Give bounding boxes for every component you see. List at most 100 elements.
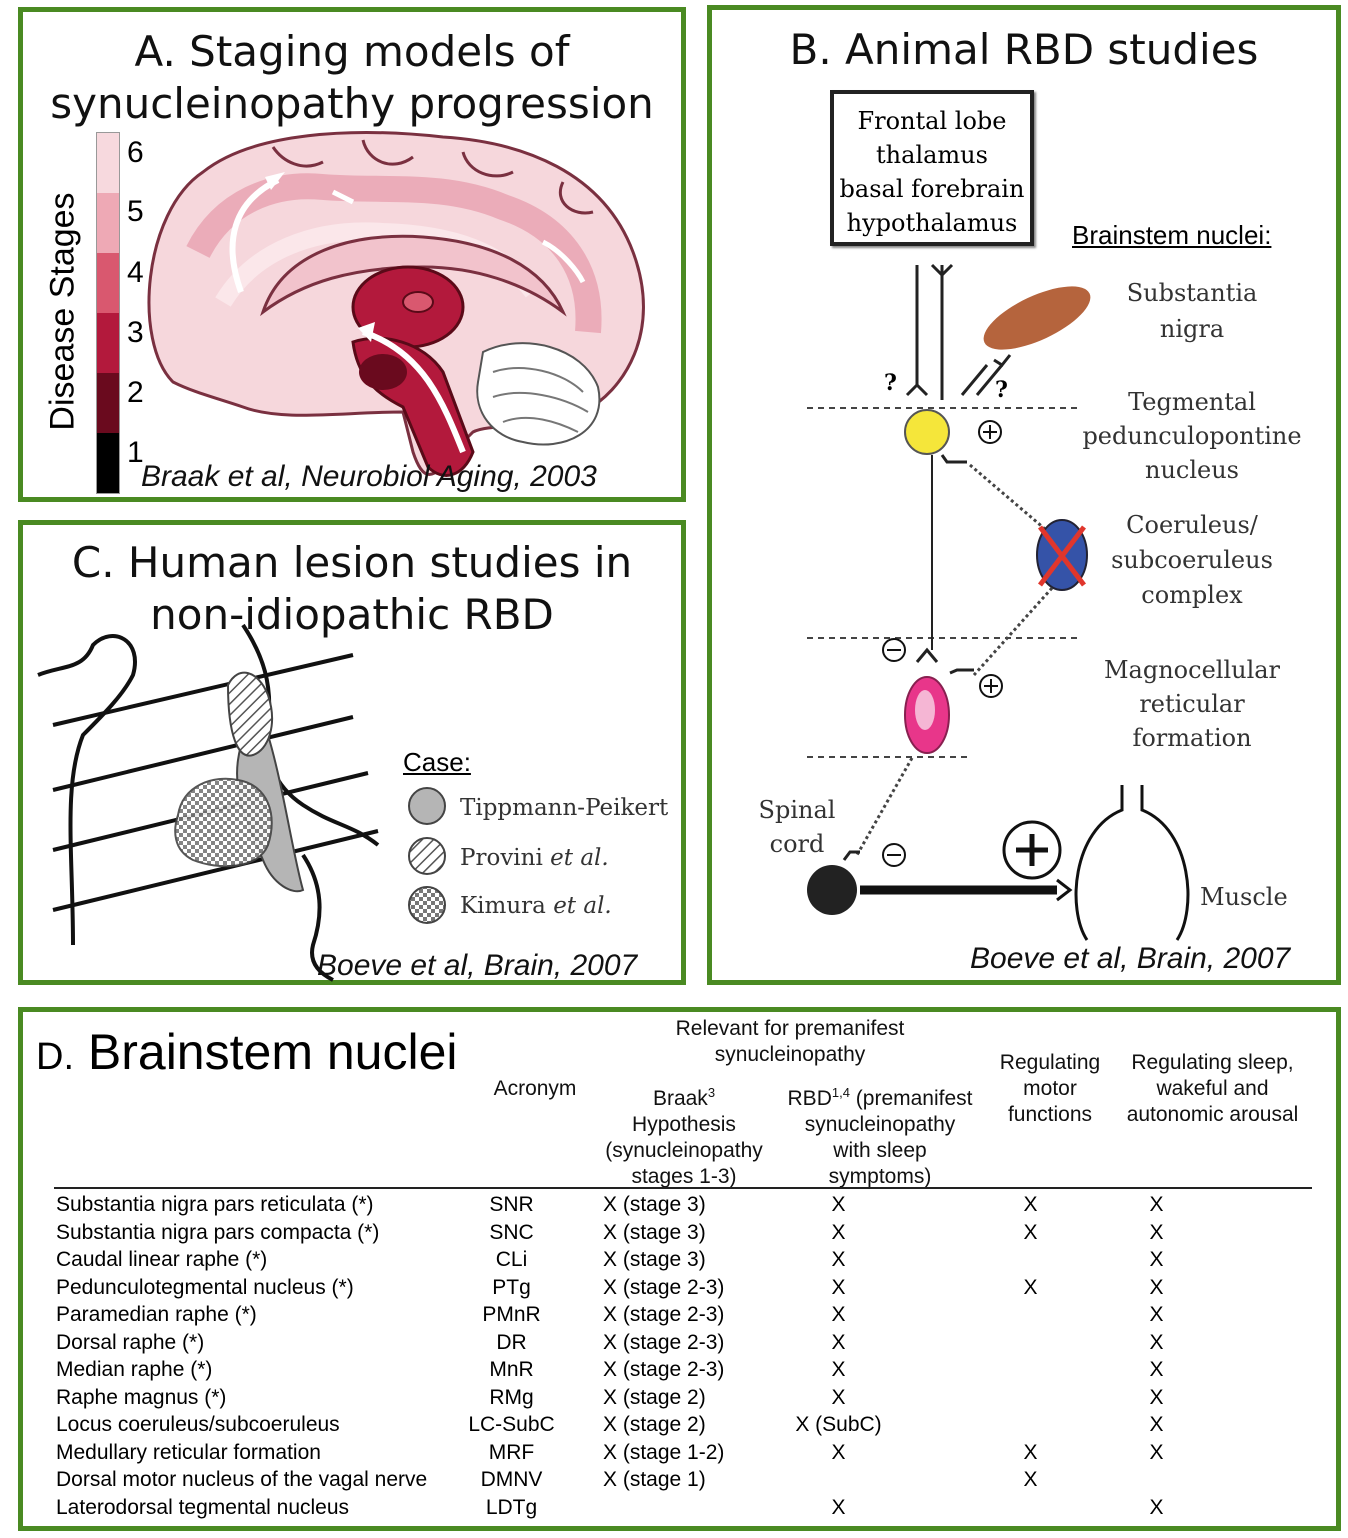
table-header-divider xyxy=(54,1187,1312,1189)
label-muscle: Muscle xyxy=(1200,883,1288,911)
cell-nucleus-name: Raphe magnus (*) xyxy=(56,1385,227,1409)
stage-band-4 xyxy=(97,253,119,313)
box-line-2: thalamus xyxy=(876,141,988,169)
header-braak-line-2: Hypothesis xyxy=(632,1113,736,1136)
table-row: Raphe magnus (*) RMg X (stage 2) X X xyxy=(56,1384,1312,1412)
box-line-3: basal forebrain xyxy=(839,175,1025,203)
stage-label-1: 1 xyxy=(127,436,144,469)
cell-sleep: X xyxy=(1149,1193,1164,1216)
box-line-4: hypothalamus xyxy=(846,209,1018,237)
panel-d xyxy=(18,1007,1341,1531)
header-group: Relevant for premanifest synucleinopathy xyxy=(630,1016,950,1068)
cell-nucleus-name: Caudal linear raphe (*) xyxy=(56,1248,268,1271)
header-sleep: Regulating sleep, wakeful and autonomic … xyxy=(1110,1050,1315,1128)
legend-name: Provini xyxy=(460,845,551,871)
cell-rbd: X xyxy=(831,1358,846,1381)
legend-heading: Case: xyxy=(403,747,471,777)
panel-c-title-line1: C. Human lesion studies in xyxy=(71,538,633,587)
brain-illustration xyxy=(147,131,645,477)
panel-a-citation: Braak et al, Neurobiol Aging, 2003 xyxy=(141,460,597,493)
sn-line-1: Substantia xyxy=(1126,279,1258,307)
label-tegmental: Tegmental pedunculopontine nucleus xyxy=(1082,385,1302,487)
disease-stages-colorbar xyxy=(96,132,120,494)
cell-braak: X (stage 3) xyxy=(603,1220,706,1244)
tpn-line-1: Tegmental xyxy=(1128,388,1256,416)
cell-rbd: X xyxy=(831,1330,846,1354)
label-substantia-nigra: Substantia nigra xyxy=(1102,275,1282,347)
header-motor: Regulating motor functions xyxy=(990,1050,1110,1128)
panel-a: A. Staging models of synucleinopathy pro… xyxy=(18,7,686,502)
cell-rbd: X xyxy=(831,1275,846,1299)
cell-sleep: X xyxy=(1149,1385,1164,1409)
cell-braak: X (stage 1-2) xyxy=(603,1440,725,1464)
cell-sleep xyxy=(1051,1466,1262,1494)
panel-c-citation: Boeve et al, Brain, 2007 xyxy=(317,949,638,982)
cell-nucleus-name: Dorsal raphe (*) xyxy=(56,1330,205,1354)
cell-acronym: RMg xyxy=(489,1385,534,1409)
spinal-line-1: Spinal xyxy=(758,796,836,824)
header-sleep-line-3: autonomic arousal xyxy=(1126,1103,1299,1126)
cell-acronym: DMNV xyxy=(480,1468,543,1491)
label-spinal-cord: Spinal cord xyxy=(752,793,842,861)
header-braak-sup: 3 xyxy=(707,1085,716,1100)
header-braak-line-4: stages 1-3) xyxy=(631,1165,737,1188)
header-motor-line-3: functions xyxy=(1007,1103,1093,1126)
cell-acronym: CLi xyxy=(495,1248,528,1271)
disease-stages-axis-label: Disease Stages xyxy=(43,192,82,431)
stage-band-2 xyxy=(97,373,119,433)
header-rbd-line-1: RBD1,4 (premanifest xyxy=(775,1080,985,1112)
mrf-line-3: formation xyxy=(1132,724,1252,752)
stage-label-5: 5 xyxy=(127,195,144,228)
legend-suffix: et al. xyxy=(550,845,609,871)
legend-item-kimura: Kimura et al. xyxy=(460,893,612,919)
cell-braak: X (stage 2) xyxy=(603,1385,706,1409)
cell-acronym: LDTg xyxy=(485,1495,538,1519)
cell-rbd: X xyxy=(831,1220,846,1244)
panel-d-title-prefix: D. xyxy=(36,1036,74,1078)
cell-nucleus-name: Locus coeruleus/subcoeruleus xyxy=(56,1413,340,1436)
cell-braak: X (stage 2) xyxy=(603,1413,706,1436)
panel-b-title: B. Animal RBD studies xyxy=(789,25,1259,74)
header-rbd: RBD1,4 (premanifest synucleinopathy with… xyxy=(775,1080,985,1190)
cell-motor: X xyxy=(1023,1275,1038,1299)
tpn-line-3: nucleus xyxy=(1144,456,1239,484)
stage-band-3 xyxy=(97,313,119,373)
cell-rbd: X xyxy=(831,1385,846,1409)
panel-b: B. Animal RBD studies Frontal lobe thala… xyxy=(707,5,1341,985)
panel-b-citation: Boeve et al, Brain, 2007 xyxy=(970,942,1291,975)
cell-nucleus-name: Medullary reticular formation xyxy=(56,1440,321,1464)
mrf-line-2: reticular xyxy=(1139,690,1245,718)
cell-acronym: MnR xyxy=(489,1358,534,1381)
legend-suffix: et al. xyxy=(553,893,612,919)
panel-a-title-line1: A. Staging models of xyxy=(134,27,570,76)
stage-band-5 xyxy=(97,193,119,253)
panel-d-title-text: Brainstem nuclei xyxy=(74,1024,458,1080)
cell-acronym: DR xyxy=(496,1330,527,1354)
stage-label-6: 6 xyxy=(127,136,144,169)
cell-motor: X xyxy=(1023,1440,1038,1464)
header-group-line-1: Relevant for premanifest xyxy=(675,1017,905,1040)
lc-line-1: Coeruleus/ xyxy=(1126,511,1258,539)
cell-braak: X (stage 2-3) xyxy=(603,1358,725,1381)
header-rbd-sup: 1,4 xyxy=(831,1085,850,1100)
panel-d-title: D. Brainstem nuclei xyxy=(36,1022,458,1087)
stage-label-2: 2 xyxy=(127,376,144,409)
cell-acronym: PTg xyxy=(492,1275,531,1299)
cell-motor: X xyxy=(1023,1468,1038,1491)
cell-rbd: X xyxy=(831,1248,846,1271)
cell-rbd xyxy=(721,1466,956,1494)
cell-rbd: X xyxy=(831,1495,846,1519)
lc-line-2: subcoeruleus xyxy=(1111,546,1273,574)
stage-label-3: 3 xyxy=(127,316,144,349)
tpn-line-2: pedunculopontine xyxy=(1082,422,1302,450)
cell-braak: X (stage 3) xyxy=(603,1248,706,1271)
minus-sign-spinal xyxy=(882,843,906,867)
